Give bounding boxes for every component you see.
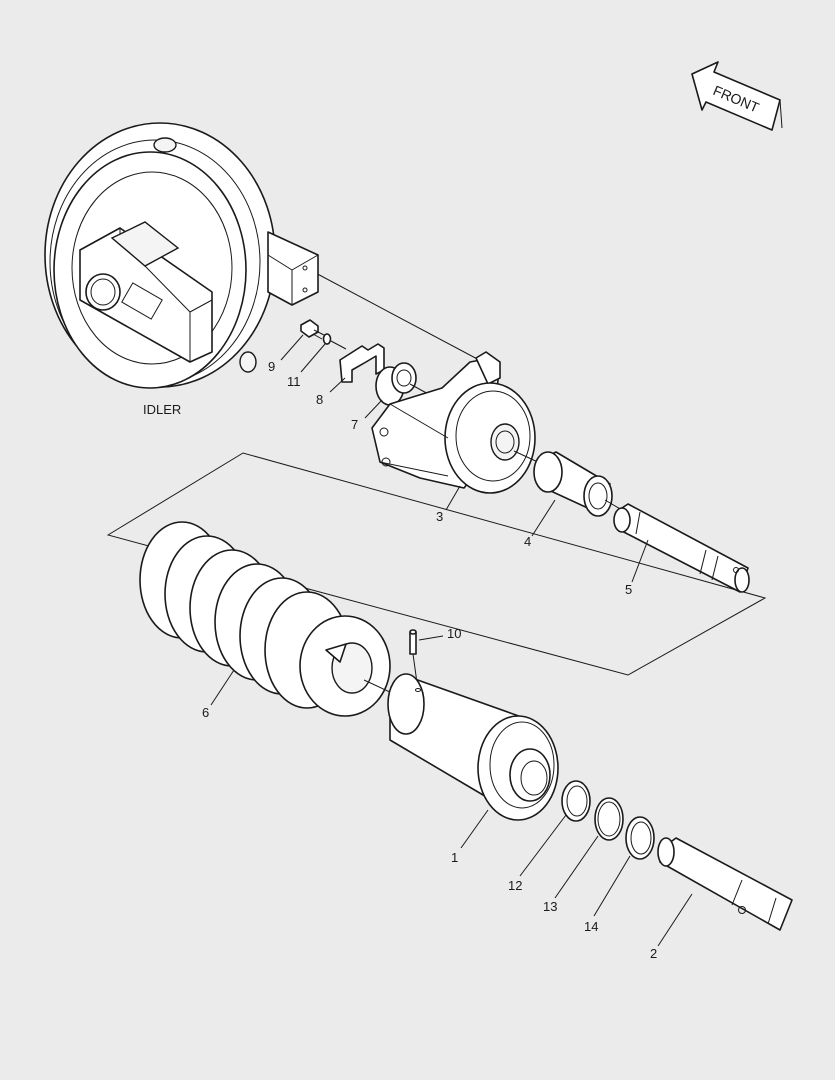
callout-6: 6 bbox=[202, 705, 209, 720]
part-7-adjuster bbox=[375, 362, 433, 406]
callout-8: 8 bbox=[316, 392, 323, 407]
callout-3: 3 bbox=[436, 509, 443, 524]
callout-9: 9 bbox=[268, 359, 275, 374]
part-3-yoke bbox=[371, 351, 536, 494]
callout-2: 2 bbox=[650, 946, 657, 961]
part-9-bolt bbox=[300, 319, 325, 340]
part-1-cylinder bbox=[387, 673, 559, 821]
part-6-spring bbox=[139, 521, 391, 717]
callout-14: 14 bbox=[584, 919, 598, 934]
part-4-bushing bbox=[533, 451, 613, 517]
part-13-ring bbox=[594, 797, 624, 841]
callout-10: 10 bbox=[447, 626, 461, 641]
idler-wheel bbox=[44, 122, 319, 389]
assembly-boundary bbox=[106, 452, 767, 676]
callout-1: 1 bbox=[451, 850, 458, 865]
callout-5: 5 bbox=[625, 582, 632, 597]
callout-13: 13 bbox=[543, 899, 557, 914]
callout-leaders bbox=[210, 334, 693, 947]
part-5-pin bbox=[613, 503, 750, 593]
callout-11: 11 bbox=[287, 374, 301, 389]
callout-7: 7 bbox=[351, 417, 358, 432]
idler-label: IDLER bbox=[143, 402, 181, 417]
callout-4: 4 bbox=[524, 534, 531, 549]
front-direction-arrow: FRONT bbox=[691, 61, 783, 131]
part-14-ring bbox=[625, 816, 655, 860]
callout-12: 12 bbox=[508, 878, 522, 893]
part-8-bracket bbox=[339, 343, 385, 383]
part-12-seal bbox=[561, 780, 591, 822]
idler-to-yoke-line bbox=[309, 269, 499, 371]
part-11-washer bbox=[322, 333, 332, 345]
part-2-rod bbox=[657, 837, 793, 931]
